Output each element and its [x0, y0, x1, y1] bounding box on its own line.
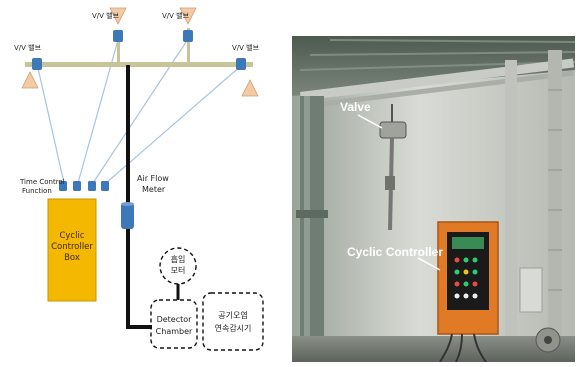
photo-valve-label: Valve — [340, 100, 371, 114]
controller-box-label: Controller — [51, 242, 93, 252]
sampling-lines — [37, 35, 243, 184]
air-flow-meter-label: Meter — [142, 185, 166, 194]
sampling-inlet-cone-icon — [241, 79, 259, 97]
installation-photo: Valve Cyclic Controller — [292, 36, 575, 362]
panel-indicators — [454, 257, 478, 299]
valve-label: V/V 밸브 — [162, 11, 190, 20]
valve-callout-line — [357, 114, 383, 129]
detector-label: Chamber — [156, 327, 193, 336]
floor — [292, 336, 575, 362]
main-header-pipe — [25, 62, 253, 67]
sampling-inlet-cone-icon — [109, 7, 127, 25]
air-flow-meter-cap — [121, 202, 134, 206]
schematic-diagram: V/V 밸브 V/V 밸브 V/V 밸브 V/V 밸브 Air Flow Met… — [14, 7, 264, 351]
valve-icon — [113, 30, 123, 42]
timer-valve-icon — [101, 181, 109, 191]
column-pipe-flange — [296, 210, 328, 218]
monitor-label: 연속감시기 — [215, 323, 252, 333]
cable-tray — [505, 60, 517, 362]
valve-label: V/V 밸브 — [92, 11, 120, 20]
pump-label: 흡입 — [171, 254, 186, 264]
cable-tray-rungs — [548, 89, 562, 291]
hanging-valve-icon — [379, 121, 407, 139]
controller-box-label: Box — [64, 253, 80, 263]
valve-label: V/V 밸브 — [14, 43, 42, 52]
pump-label: 모터 — [171, 266, 186, 275]
timer-valve-icon — [59, 181, 67, 191]
detector-chamber-box — [150, 299, 198, 349]
sampling-inlet-cone-icon — [21, 71, 39, 89]
cable-tray — [548, 50, 562, 362]
valve-label: V/V 밸브 — [232, 43, 260, 52]
column-pipe — [300, 96, 324, 362]
panel-conduits — [439, 333, 487, 362]
dropper-pipe — [187, 28, 190, 64]
column-pipe-highlight — [304, 96, 310, 362]
time-control-label: Function — [22, 187, 52, 195]
controller-callout-line — [417, 257, 441, 271]
timer-valve-icon — [88, 181, 96, 191]
controller-box-label: Cyclic — [59, 231, 84, 241]
panel-display — [452, 237, 484, 249]
main-sampling-line — [126, 65, 152, 329]
valve-icon — [236, 58, 246, 70]
air-monitor-box — [202, 292, 264, 351]
ceiling-slats — [299, 39, 575, 71]
wall-junction-box — [519, 267, 543, 313]
sampling-inlet-cone-icon — [179, 7, 197, 25]
photo-controller-label: Cyclic Controller — [347, 245, 443, 259]
valve-icon — [32, 58, 42, 70]
cyclic-controller-box — [47, 198, 97, 302]
time-control-label: Time Control — [19, 178, 65, 186]
valve-icon — [183, 30, 193, 42]
monitor-label: 공기오염 — [218, 311, 247, 320]
dropper-pipe — [117, 38, 120, 64]
sampling-head — [385, 176, 395, 190]
detector-label: Detector — [157, 315, 193, 324]
air-flow-meter-label: Air Flow — [137, 174, 169, 183]
timer-valve-icon — [73, 181, 81, 191]
fan-hub — [544, 336, 552, 344]
air-flow-meter-icon — [121, 203, 134, 229]
